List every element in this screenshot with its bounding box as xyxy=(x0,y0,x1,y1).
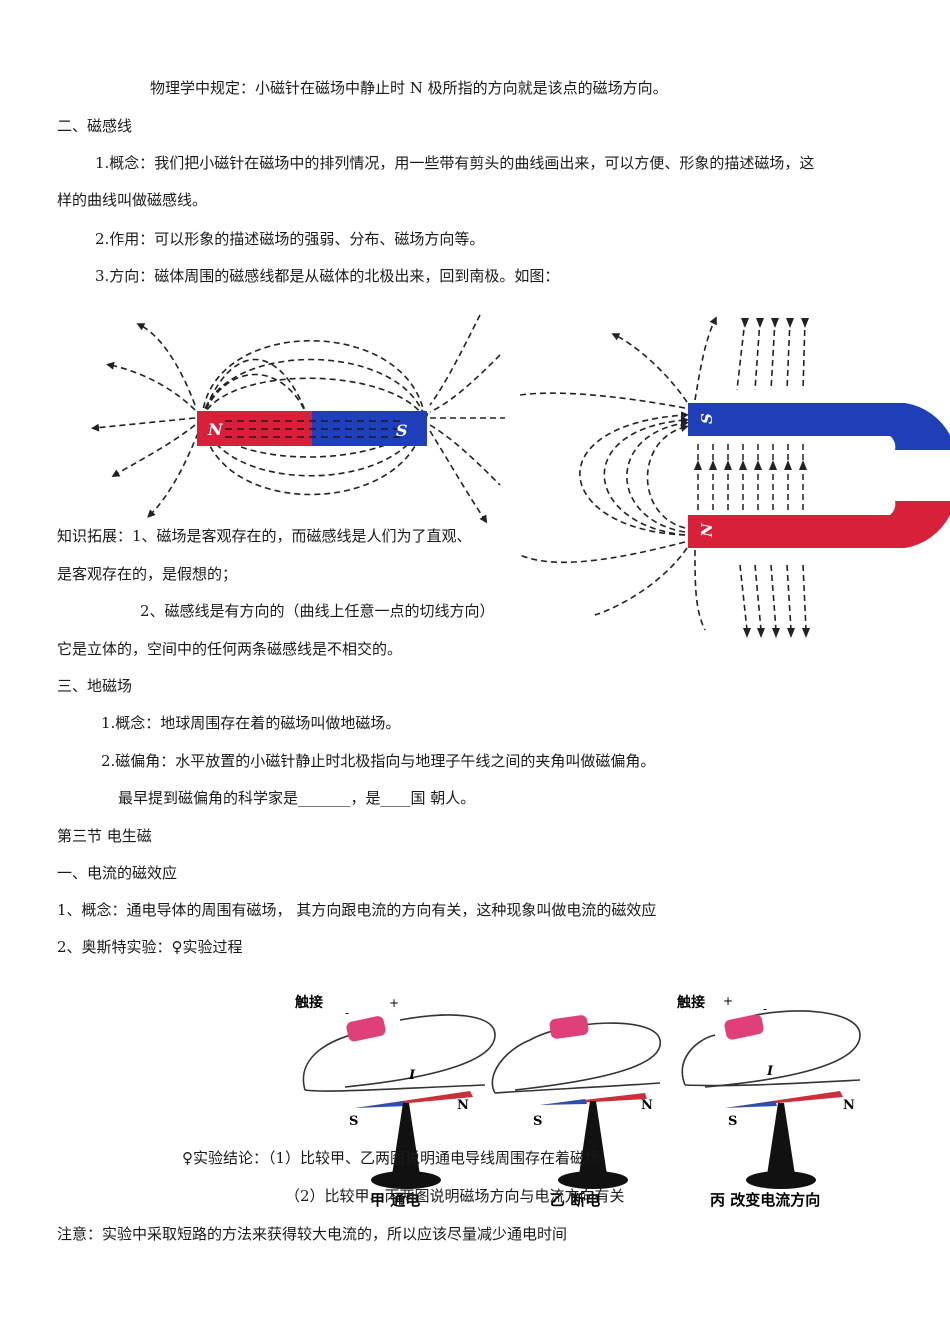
needle-s-label-b: S xyxy=(533,1114,542,1129)
needle-n-label-c: N xyxy=(843,1098,855,1113)
touch-label-a: 触接 xyxy=(294,994,323,1011)
bar-magnet-field-figure: N S xyxy=(91,314,505,524)
text-line-magnetic-effect-concept: 1、概念：通电导体的周围有磁场， 其方向跟电流的方向有关，这种现象叫做电流的磁效… xyxy=(57,901,657,919)
u-magnet-north-arm xyxy=(688,501,950,548)
section-heading-magnetic-effect: 一、电流的磁效应 xyxy=(57,864,178,882)
compass-needle-c xyxy=(725,1091,843,1108)
u-magnet-south-arm xyxy=(688,403,950,450)
minus-label-a: - xyxy=(345,1006,349,1020)
touch-label-c: 触接 xyxy=(676,994,705,1011)
text-line-earth-field-concept: 1.概念：地球周围存在着的磁场叫做地磁场。 xyxy=(101,714,401,732)
plus-label-c: + xyxy=(723,994,733,1008)
caption-jia: 甲 通电 xyxy=(370,1191,420,1209)
compass-needle-a xyxy=(355,1091,473,1108)
text-line-field-line-purpose: 2.作用：可以形象的描述磁场的强弱、分布、磁场方向等。 xyxy=(95,230,485,248)
text-line-field-line-3d: 它是立体的，空间中的任何两条磁感线是不相交的。 xyxy=(57,640,403,658)
u-magnet-field-figure: S N xyxy=(519,316,950,638)
text-line-note: 注意：实验中采取短路的方法来获得较大电流的，所以应该尽量减少通电时间 xyxy=(57,1225,568,1243)
caption-yi: 乙 断电 xyxy=(550,1191,600,1209)
text-line-declination: 2.磁偏角：水平放置的小磁针静止时北极指向与地理子午线之间的夹角叫做磁偏角。 xyxy=(101,752,656,770)
battery-b xyxy=(549,1015,589,1039)
text-line-magnetic-direction-rule: 物理学中规定：小磁针在磁场中静止时 N 极所指的方向就是该点的磁场方向。 xyxy=(150,79,668,97)
needle-s-label-a: S xyxy=(349,1114,358,1129)
text-line-conclusion-1: ♀实验结论：（1）比较甲、乙两图说明通电导线周围存在着磁场 xyxy=(182,1149,601,1167)
text-line-field-line-has-direction: 2、磁感线是有方向的（曲线上任意一点的切线方向） xyxy=(140,602,495,620)
text-line-declination-question: 最早提到磁偏角的科学家是_______，是____国 朝人。 xyxy=(118,789,476,807)
needle-s-label-c: S xyxy=(728,1114,737,1129)
plus-label-a: + xyxy=(389,996,399,1010)
needle-n-label-b: N xyxy=(641,1098,653,1113)
minus-label-c: - xyxy=(763,1002,767,1016)
u-magnet-n-label: N xyxy=(698,522,716,538)
battery-a xyxy=(346,1016,386,1042)
text-line-oersted-experiment: 2、奥斯特实验：♀实验过程 xyxy=(57,938,243,956)
bar-magnet-n-label: N xyxy=(207,420,224,439)
text-line-conclusion-2: （2）比较甲、丙两图说明磁场方向与电流方向有关 xyxy=(285,1187,625,1205)
battery-c xyxy=(724,1014,764,1040)
text-line-field-line-concept: 1.概念：我们把小磁针在磁场中的排列情况，用一些带有剪头的曲线画出来，可以方便、… xyxy=(95,154,815,172)
oersted-experiment-figure: 触接 触接 - + + - I I S N S N S N 甲 通电 乙 断电 … xyxy=(294,994,861,1209)
current-label-a: I xyxy=(408,1068,416,1083)
section-heading-earth-field: 三、地磁场 xyxy=(57,677,133,695)
section-heading-field-lines: 二、磁感线 xyxy=(57,117,133,135)
current-label-c: I xyxy=(766,1064,774,1079)
text-line-knowledge-extension-cont: 是客观存在的，是假想的； xyxy=(57,565,238,583)
caption-bing: 丙 改变电流方向 xyxy=(710,1191,820,1209)
section-heading-chapter-3: 第三节 电生磁 xyxy=(57,827,152,845)
text-line-field-line-direction: 3.方向：磁体周围的磁感线都是从磁体的北极出来，回到南极。如图： xyxy=(95,267,560,285)
needle-n-label-a: N xyxy=(457,1098,469,1113)
text-line-field-line-concept-cont: 样的曲线叫做磁感线。 xyxy=(57,191,208,209)
bar-magnet-s-label: S xyxy=(396,421,408,440)
compass-needle-b xyxy=(540,1093,647,1105)
u-magnet-s-label: S xyxy=(698,413,716,424)
text-line-knowledge-extension: 知识拓展：1、磁场是客观存在的，而磁感线是人们为了直观、 xyxy=(57,527,472,545)
